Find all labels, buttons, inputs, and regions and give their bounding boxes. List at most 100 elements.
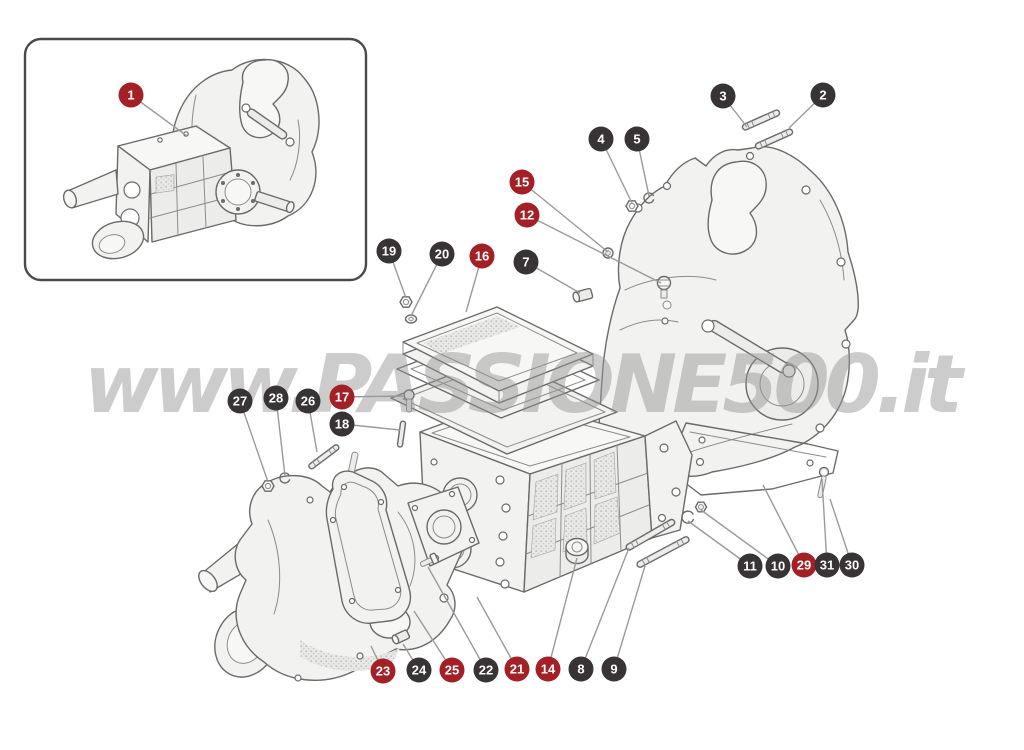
hardware-fasteners [261, 109, 830, 645]
balloon-number: 31 [820, 558, 834, 573]
top-cover-assembly [390, 306, 618, 455]
balloon-4: 4 [588, 126, 633, 204]
balloon-8: 8 [568, 547, 630, 682]
leader-line [476, 596, 518, 670]
balloon-number: 11 [743, 559, 757, 574]
balloon-31: 31 [814, 478, 840, 578]
bell-housing [595, 146, 859, 508]
balloon-number: 16 [475, 249, 489, 264]
balloon-number: 4 [597, 132, 605, 147]
leader-line [526, 214, 662, 284]
balloon-circle [370, 658, 396, 684]
leader-line [547, 557, 578, 670]
leader-line [427, 566, 487, 671]
balloon-number: 24 [412, 663, 427, 678]
stud-part-3 [741, 109, 781, 131]
balloon-number: 22 [479, 663, 493, 678]
balloon-3: 3 [710, 83, 748, 128]
balloon-circle [513, 249, 539, 275]
balloon-22: 22 [427, 566, 499, 683]
balloon-number: 19 [382, 244, 396, 259]
balloon-28: 28 [263, 385, 289, 477]
balloon-number: 17 [335, 390, 349, 405]
balloon-number: 20 [435, 247, 449, 262]
balloon-number: 5 [633, 132, 640, 147]
nut-part-4 [625, 200, 639, 212]
balloon-number: 7 [522, 255, 529, 270]
leader-line [613, 565, 646, 670]
balloon-14: 14 [535, 557, 578, 682]
balloon-circle [588, 126, 614, 152]
balloon-number: 18 [335, 417, 349, 432]
balloon-circle [839, 552, 865, 578]
balloon-17: 17 [329, 384, 405, 410]
balloon-circle [439, 657, 465, 683]
stud-part-9 [636, 536, 690, 568]
balloon-12: 12 [514, 202, 662, 284]
balloon-25: 25 [413, 610, 465, 683]
balloon-circle [535, 656, 561, 682]
balloon-circle [504, 656, 530, 682]
balloon-circle [473, 657, 499, 683]
balloon-21: 21 [476, 596, 530, 682]
leader-line [521, 181, 609, 253]
stud-part-2 [754, 128, 794, 150]
balloon-circle [263, 385, 289, 411]
balloon-circle [329, 384, 355, 410]
balloon-10: 10 [700, 509, 791, 579]
balloon-circle [624, 126, 650, 152]
balloon-27: 27 [227, 388, 269, 483]
balloon-number: 12 [520, 208, 534, 223]
balloon-number: 1 [127, 88, 134, 103]
balloon-2: 2 [788, 82, 836, 129]
bushing-part-24 [391, 629, 411, 645]
balloon-circle [376, 238, 402, 264]
stud-part-8 [625, 518, 676, 551]
balloon-number: 2 [819, 88, 826, 103]
balloon-number: 27 [233, 394, 247, 409]
balloon-circle [791, 552, 817, 578]
leader-line [762, 484, 805, 566]
balloon-11: 11 [687, 520, 763, 579]
washer-part-28 [279, 472, 291, 484]
leader-line [687, 520, 751, 567]
balloon-9: 9 [601, 565, 646, 682]
balloon-circle [329, 411, 355, 437]
balloon-circle [118, 82, 144, 108]
front-cover-gasket [325, 470, 411, 624]
balloon-30: 30 [829, 498, 865, 578]
balloon-7: 7 [513, 249, 581, 294]
balloon-number: 30 [845, 558, 859, 573]
stud-part-18 [396, 420, 407, 448]
balloon-number: 9 [610, 662, 617, 677]
balloon-circle [601, 656, 627, 682]
balloon-number: 8 [577, 662, 584, 677]
leader-line [239, 400, 269, 483]
balloon-16: 16 [465, 243, 495, 313]
leader-line [821, 478, 828, 566]
balloon-number: 15 [515, 175, 529, 190]
balloon-20: 20 [410, 241, 455, 317]
balloon-5: 5 [624, 126, 650, 197]
balloon-circle [568, 656, 594, 682]
balloon-number: 3 [719, 89, 726, 104]
balloon-circle [429, 241, 455, 267]
balloon-circle [509, 169, 535, 195]
balloon-circle [406, 657, 432, 683]
stud-part-26 [308, 444, 340, 470]
balloon-1: 1 [118, 82, 188, 137]
balloon-number: 14 [541, 662, 556, 677]
balloon-19: 19 [376, 238, 407, 299]
screw-part-22 [419, 552, 440, 567]
balloon-23: 23 [370, 645, 396, 684]
balloon-circle [737, 553, 763, 579]
balloon-circle [227, 388, 253, 414]
balloon-circle [295, 388, 321, 414]
balloon-circle [514, 202, 540, 228]
balloon-number: 26 [301, 394, 315, 409]
balloon-26: 26 [295, 388, 321, 453]
balloon-circle [810, 82, 836, 108]
